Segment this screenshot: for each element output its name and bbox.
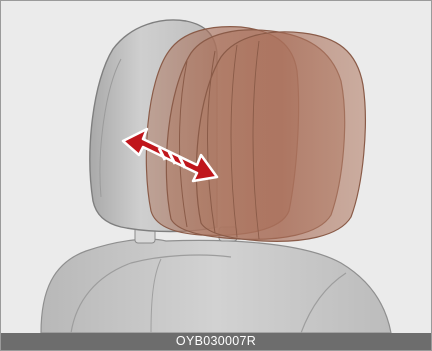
seat-back	[41, 239, 391, 333]
headrest-moved-positions	[146, 27, 365, 242]
headrest-adjustment-illustration	[1, 1, 431, 333]
figure-caption: OYB030007R	[176, 333, 256, 350]
caption-bar: OYB030007R	[1, 333, 431, 350]
